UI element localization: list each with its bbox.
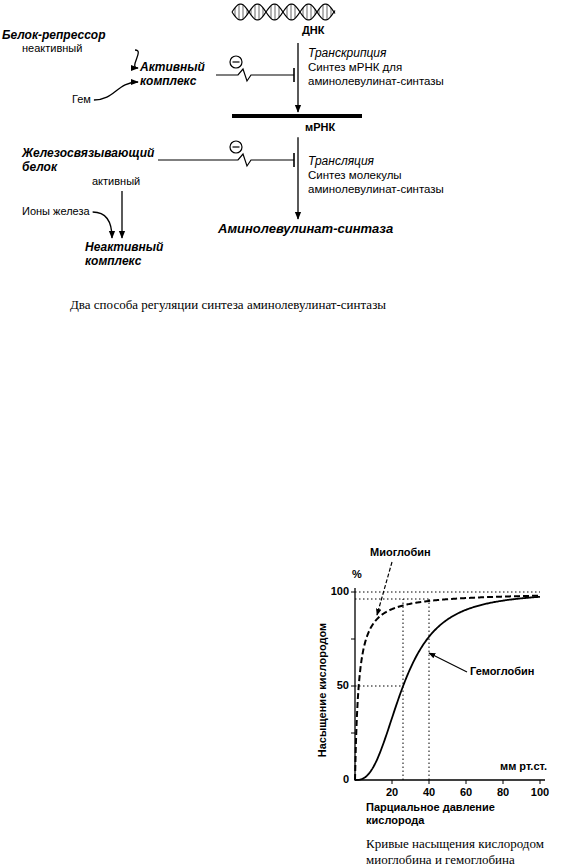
dna-strand	[232, 4, 335, 20]
dna-rung	[271, 6, 272, 19]
arrow-connector	[135, 50, 139, 68]
axis-unit: мм рт.ст.	[500, 760, 547, 773]
dna-strand	[232, 4, 335, 20]
tick-label: 50	[337, 679, 349, 692]
process-note: Синтез молекулы аминолевулинат-синтазы	[308, 169, 458, 197]
arrow-connector	[93, 212, 112, 238]
tick	[392, 780, 540, 784]
tick-label: 60	[460, 786, 472, 799]
complex-label: Активный комплекс	[140, 60, 214, 89]
minus-sign	[233, 61, 240, 62]
grid-line	[355, 592, 540, 593]
inhibition-bar	[293, 68, 295, 82]
dna-rung	[251, 9, 252, 15]
node-text: Гем	[72, 93, 91, 106]
dna-rung	[263, 8, 264, 16]
grid-line	[355, 686, 403, 687]
iron-label: Ионы железа	[22, 205, 90, 218]
dna-rung	[239, 4, 240, 19]
dna-rung	[327, 4, 328, 19]
dna-rung	[291, 4, 292, 20]
minus-sign	[230, 141, 242, 153]
dna-label: ДНК	[232, 0, 335, 40]
arrow-connector	[94, 82, 138, 100]
heme-label: Гем	[72, 93, 91, 106]
inhibition-line	[158, 154, 294, 166]
tick-label: 80	[497, 786, 509, 799]
leader-arrow	[429, 653, 467, 672]
dna-rung	[259, 4, 260, 19]
figure-caption: Два способа регуляции синтеза аминолевул…	[70, 297, 386, 313]
dna-rung	[303, 8, 304, 16]
complex-label: Неактивный комплекс	[85, 240, 173, 269]
tick-label: 0	[343, 773, 349, 786]
node-text: ДНК	[302, 24, 335, 37]
dna-helix	[232, 4, 335, 20]
dna-rung	[331, 8, 332, 16]
tick-label: 20	[386, 786, 398, 799]
dna-rung	[287, 7, 288, 18]
grid-line	[429, 599, 430, 780]
tick-label: 40	[423, 786, 435, 799]
inhibition-bar	[293, 153, 295, 167]
curve-label: Гемоглобин	[470, 665, 534, 678]
curve-label: Миоглобин	[370, 546, 431, 559]
process-note: Синтез мРНК для аминолевулинат-синтазы	[308, 61, 458, 89]
protein-label: Железосвязывающий белокактивный	[22, 146, 154, 188]
dna-rung	[323, 5, 324, 19]
dna-rung	[255, 5, 256, 19]
node-text: Белок-репрессор	[2, 28, 132, 42]
dna-rung	[279, 7, 280, 18]
myoglobin-curve	[355, 596, 540, 780]
dna-rung	[307, 4, 308, 19]
leader-arrow	[377, 562, 392, 615]
dna-rungs	[235, 4, 331, 20]
figure-caption: Кривые насыщения кислородом миоглобина и…	[366, 836, 558, 867]
enzyme-label: Аминолевулинат-синтаза	[218, 221, 393, 237]
process-label: Транскрипция	[308, 46, 386, 60]
node-text: Неактивный комплекс	[85, 240, 173, 269]
dna-rung	[319, 9, 320, 15]
grid-dotted	[355, 592, 540, 780]
tick	[351, 592, 355, 733]
dna-rung	[315, 9, 316, 15]
tick-label: 100	[331, 585, 349, 598]
protein-label: Белок-репрессорнеактивный	[2, 28, 132, 56]
node-text: активный	[92, 175, 154, 188]
node-text: Железосвязывающий белок	[22, 146, 154, 175]
node-text: неактивный	[22, 42, 132, 55]
node-text: Аминолевулинат-синтаза	[218, 221, 393, 237]
dna-rung	[243, 5, 244, 19]
grid-line	[355, 599, 429, 600]
process-label: Трансляция	[308, 154, 374, 168]
node-text: Активный комплекс	[140, 60, 214, 89]
ticks	[351, 592, 540, 784]
chart	[351, 562, 545, 784]
axis-unit: %	[352, 568, 362, 581]
node-text: мРНК	[305, 121, 362, 134]
tick-label: 100	[531, 786, 549, 799]
dna-rung	[247, 9, 248, 15]
arrow-connector	[121, 191, 122, 238]
axis-title: Насыщение кислородом	[316, 623, 329, 758]
axis	[355, 588, 545, 780]
hemoglobin-curve	[355, 597, 540, 780]
inhibition-line	[216, 69, 294, 81]
dna-rung	[275, 4, 276, 20]
dna-rung	[295, 6, 296, 19]
minus-sign	[233, 146, 240, 147]
mrna-band: мРНК	[232, 114, 362, 134]
node-text: Ионы железа	[22, 205, 90, 218]
arrow-connector	[297, 137, 298, 219]
axis-title: Парциальное давление кислорода	[366, 801, 506, 827]
arrow-connector	[297, 43, 298, 112]
dna-rung	[311, 5, 312, 19]
dna-rung	[235, 8, 236, 16]
minus-sign	[230, 56, 242, 68]
